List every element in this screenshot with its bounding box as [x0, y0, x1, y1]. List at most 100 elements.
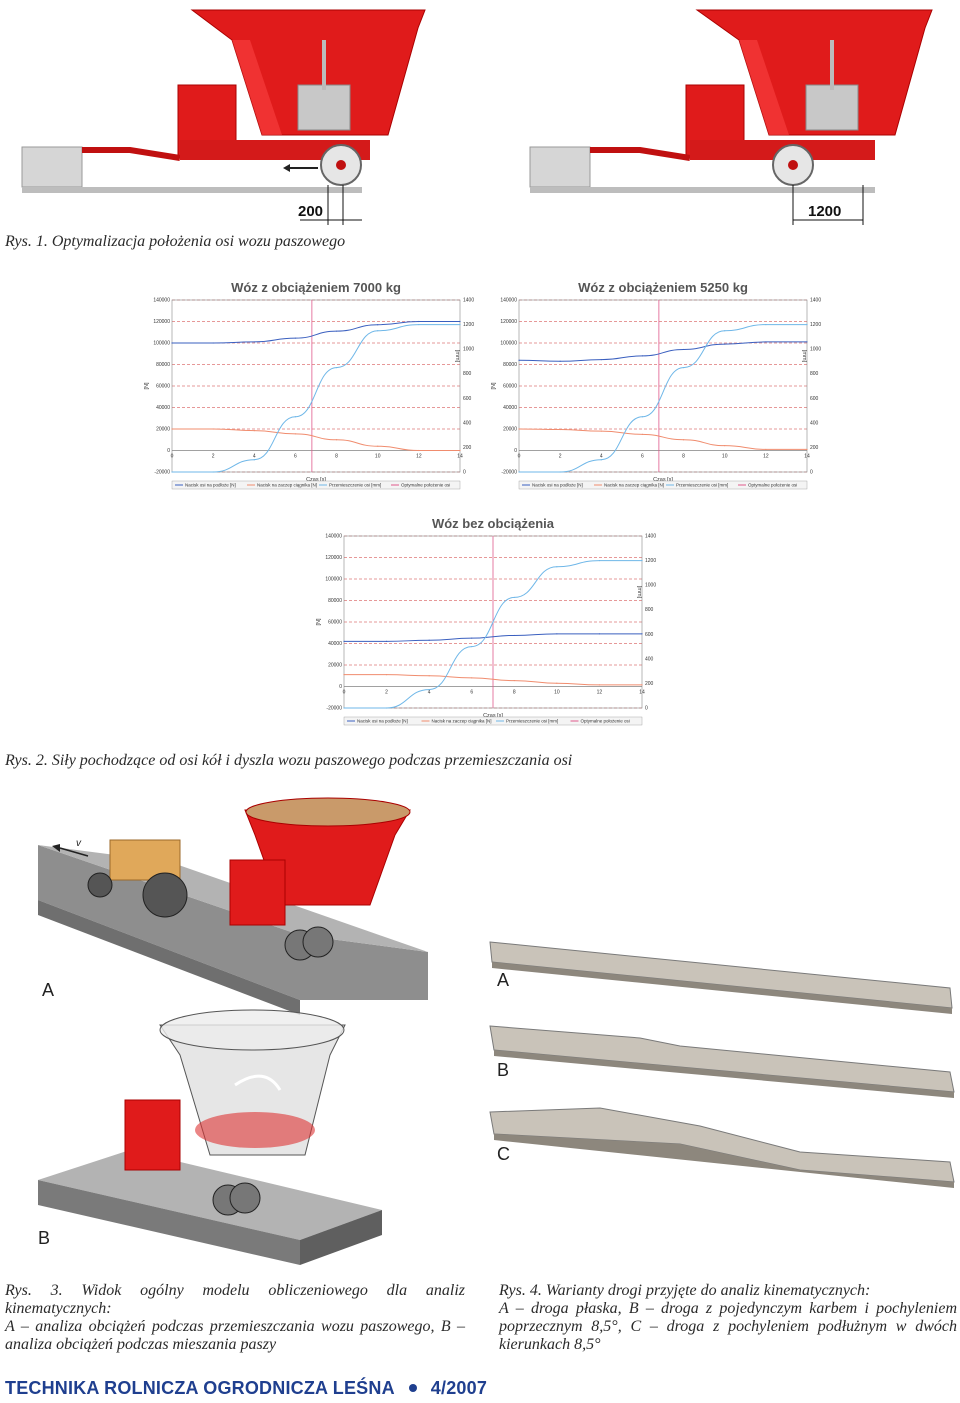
legend-entry: Przemieszczenie osi [mm] — [676, 483, 728, 488]
data-point — [377, 330, 379, 332]
data-point — [600, 459, 602, 461]
y-right-tick-label: 1000 — [463, 347, 474, 353]
y-tick-label: 120000 — [153, 319, 170, 325]
data-point — [724, 330, 726, 332]
data-point — [385, 707, 388, 709]
legend-entry: Nacisk na zaczep ciągnika [N] — [604, 483, 664, 488]
legend-box — [518, 480, 808, 490]
figure-4-caption: Rys. 4. Warianty drogi przyjęte do anali… — [499, 1282, 957, 1354]
data-point — [294, 337, 297, 339]
figure-2-caption: Rys. 2. Siły pochodzące od osi kół i dys… — [5, 752, 573, 769]
data-point — [335, 330, 338, 332]
data-point — [724, 445, 726, 447]
x-tick-label: 2 — [385, 690, 388, 696]
x-tick-label: 4 — [428, 690, 431, 696]
x-tick-label: 2 — [559, 454, 562, 460]
data-point — [343, 674, 345, 676]
data-point — [418, 320, 420, 323]
x-tick-label: 8 — [682, 454, 685, 460]
chart-loaded-5250kg: Wóz z obciążeniem 5250 kg-20000020000400… — [491, 280, 821, 490]
data-point — [765, 323, 767, 326]
data-point — [343, 707, 345, 709]
data-point — [600, 359, 602, 361]
series-line — [172, 428, 460, 451]
x-tick-label: 8 — [335, 454, 338, 460]
data-point — [559, 471, 561, 473]
y-right-tick-label: 600 — [463, 396, 472, 402]
y-right-tick-label: 0 — [463, 470, 466, 476]
figure-4-caption-title: Rys. 4. Warianty drogi przyjęte do anali… — [499, 1282, 871, 1299]
figure-3-caption-body: A – analiza obciążeń podczas przemieszcz… — [5, 1318, 465, 1353]
y-tick-label: 80000 — [328, 598, 342, 604]
y-right-axis-label: [mm] — [454, 350, 460, 363]
data-point — [253, 459, 255, 461]
wagon-side-view-right: 1200 — [529, 9, 933, 225]
y-right-tick-label: 400 — [810, 420, 819, 426]
data-point — [641, 433, 644, 435]
x-tick-label: 12 — [597, 690, 603, 696]
y-right-axis-label: [mm] — [636, 586, 642, 599]
series-line — [518, 428, 807, 450]
y-tick-label: -20000 — [501, 470, 517, 476]
legend-entry: Nacisk osi na podłoże [N] — [532, 483, 583, 488]
data-point — [428, 639, 430, 641]
data-point — [418, 449, 420, 452]
legend-entry: Przemieszczenie osi [mm] — [329, 483, 381, 488]
data-point — [513, 596, 515, 599]
y-tick-label: 60000 — [503, 384, 517, 390]
dimension-label-1200: 1200 — [808, 203, 841, 220]
y-right-tick-label: 0 — [810, 470, 813, 476]
y-tick-label: 0 — [339, 684, 342, 690]
velocity-label: v — [76, 838, 82, 849]
data-point — [513, 679, 515, 682]
x-tick-label: 4 — [600, 454, 603, 460]
y-right-tick-label: 600 — [810, 396, 819, 402]
data-point — [598, 559, 601, 562]
y-right-tick-label: 1200 — [810, 322, 821, 328]
data-point — [682, 348, 685, 351]
data-point — [518, 428, 520, 430]
chart-unloaded: Wóz bez obciążenia-200000200004000060000… — [316, 516, 656, 726]
data-point — [459, 320, 461, 323]
y-tick-label: 60000 — [156, 384, 170, 390]
data-point — [641, 559, 643, 562]
data-point — [556, 682, 558, 684]
x-tick-label: 6 — [470, 690, 473, 696]
road-variant-b — [489, 1025, 955, 1098]
y-tick-label: 20000 — [156, 427, 170, 433]
chart-title: Wóz z obciążeniem 7000 kg — [231, 280, 401, 295]
y-tick-label: 40000 — [503, 405, 517, 411]
figure-3-model-views: v — [38, 797, 428, 1265]
y-right-tick-label: 800 — [463, 371, 472, 377]
data-point — [212, 471, 214, 473]
rotation-arrow-icon — [234, 1074, 282, 1091]
data-point — [294, 433, 297, 435]
data-point — [765, 341, 767, 343]
data-point — [459, 449, 461, 452]
wagon-side-view-left: 200 — [21, 9, 426, 225]
data-point — [459, 323, 461, 326]
y-tick-label: 140000 — [500, 298, 517, 304]
legend-entry: Optymalne położenie osi — [748, 483, 797, 488]
x-tick-label: 10 — [554, 690, 560, 696]
data-point — [471, 637, 473, 639]
y-right-tick-label: 600 — [645, 632, 654, 638]
data-point — [171, 342, 173, 344]
x-axis-label: Czas [s] — [306, 477, 326, 483]
y-right-tick-label: 1400 — [645, 534, 656, 540]
data-point — [385, 640, 388, 642]
dimension-label-200: 200 — [298, 203, 323, 220]
velocity-arrow-icon — [59, 847, 89, 857]
data-point — [428, 675, 430, 677]
data-point — [294, 416, 297, 418]
y-tick-label: 40000 — [156, 405, 170, 411]
model-label-a: A — [42, 980, 55, 1000]
y-right-tick-label: 1000 — [810, 347, 821, 353]
y-right-tick-label: 1000 — [645, 583, 656, 589]
data-point — [418, 323, 420, 326]
y-tick-label: 0 — [167, 448, 170, 454]
data-point — [171, 428, 173, 430]
y-tick-label: 0 — [514, 448, 517, 454]
legend-box — [171, 480, 461, 490]
